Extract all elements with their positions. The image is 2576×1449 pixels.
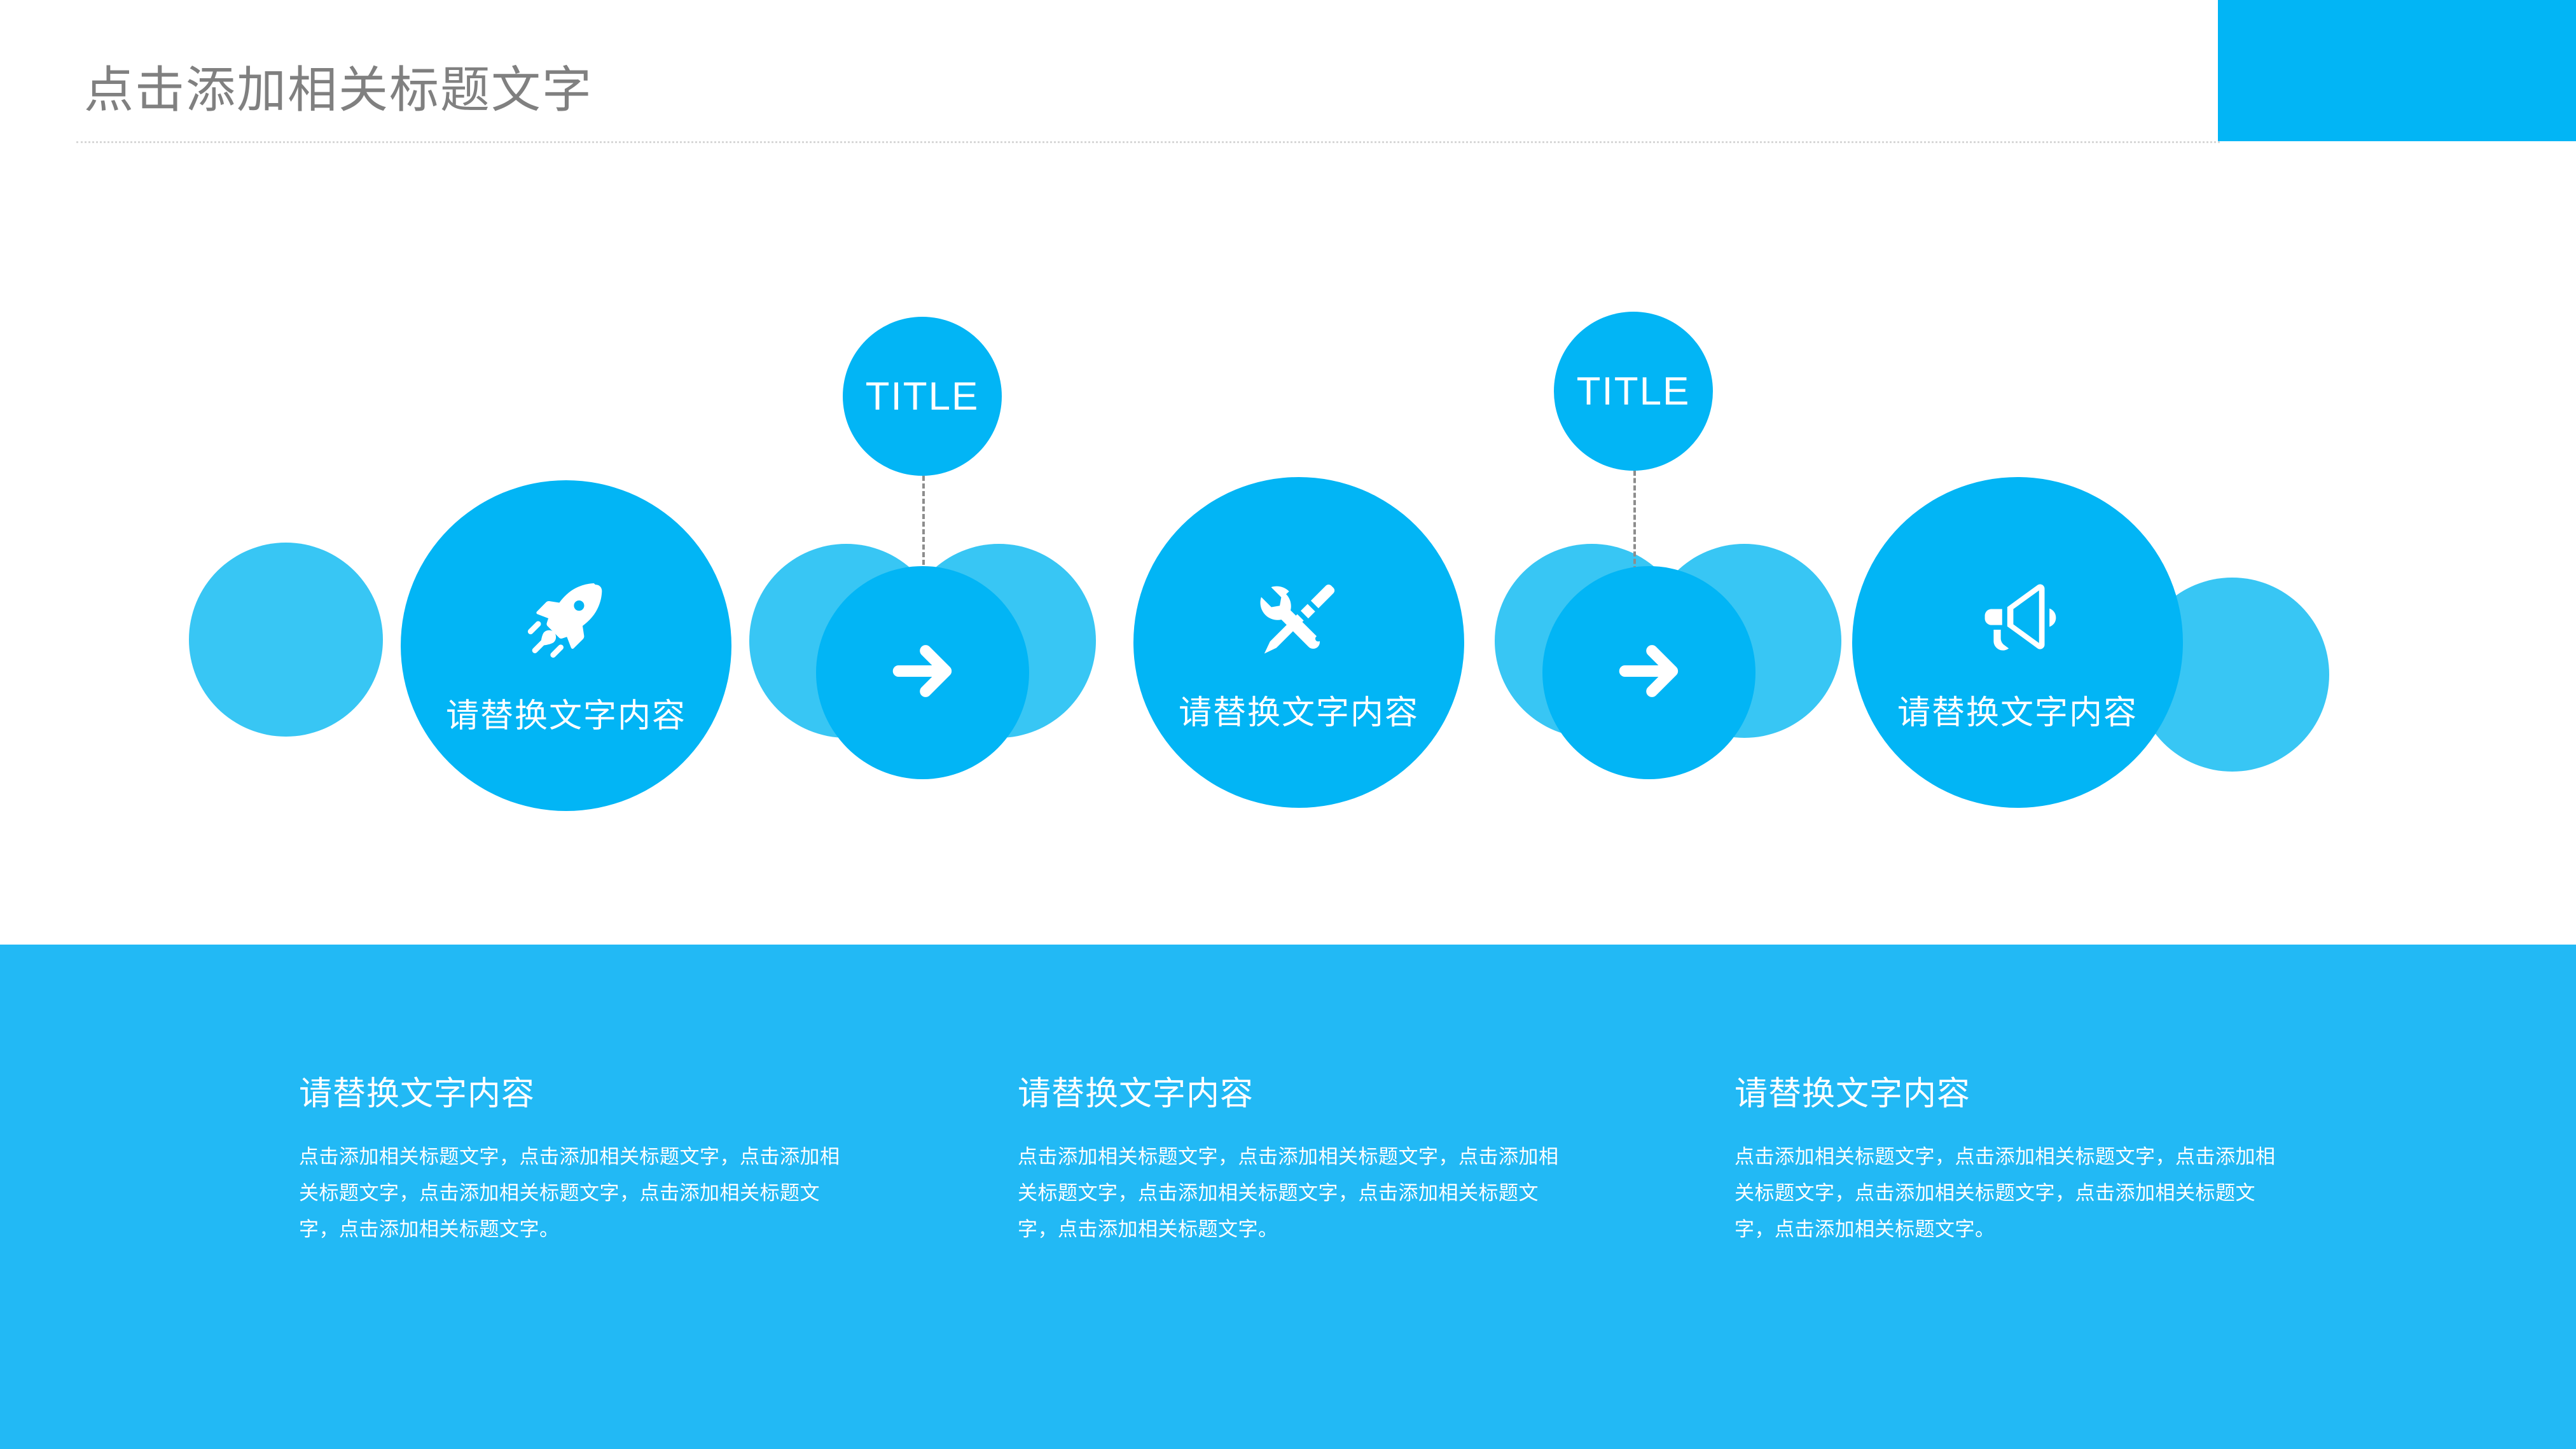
step-label: 请替换文字内容 [1897,695,2138,731]
column-title: 请替换文字内容 [299,1076,536,1113]
step-circle-tools[interactable]: 请替换文字内容 [1133,477,1464,808]
arrow-circle-1[interactable] [816,566,1029,779]
arrow-circle-content [1542,566,1755,779]
column-body: 点击添加相关标题文字，点击添加相关标题文字，点击添加相关标题文字，点击添加相关标… [1018,1146,1559,1240]
column-title: 请替换文字内容 [1735,1076,1971,1113]
arrow-right-icon [880,628,966,718]
step-circle-content: 请替换文字内容 [1133,477,1464,808]
header-divider [76,141,2220,143]
tools-icon [1256,573,1342,663]
title-bubble-1[interactable]: TITLE [843,317,1002,476]
circle-diagram: 请替换文字内容 请替换文字内容 [189,312,2329,811]
title-bubble-2[interactable]: TITLE [1554,312,1713,471]
dashed-connector-1 [922,476,925,572]
page-title: 点击添加相关标题文字 [84,62,593,118]
arrow-circle-2[interactable] [1542,566,1755,779]
column-body: 点击添加相关标题文字，点击添加相关标题文字，点击添加相关标题文字，点击添加相关标… [299,1146,840,1240]
step-circle-rocket[interactable]: 请替换文字内容 [401,480,731,811]
arrow-circle-content [816,566,1029,779]
dashed-connector-2 [1633,471,1636,571]
step-circle-content: 请替换文字内容 [1852,477,2183,808]
arrow-right-icon [1606,628,1693,718]
step-circle-content: 请替换文字内容 [401,480,731,811]
step-circle-megaphone[interactable]: 请替换文字内容 [1852,477,2183,808]
text-column-2: 请替换文字内容 点击添加相关标题文字，点击添加相关标题文字，点击添加相关标题文字… [1018,1075,1616,1247]
step-label: 请替换文字内容 [445,698,686,735]
text-column-3: 请替换文字内容 点击添加相关标题文字，点击添加相关标题文字，点击添加相关标题文字… [1735,1075,2332,1247]
step-label: 请替换文字内容 [1178,695,1419,731]
bottom-columns: 请替换文字内容 点击添加相关标题文字，点击添加相关标题文字，点击添加相关标题文字… [0,945,2576,1449]
text-column-1: 请替换文字内容 点击添加相关标题文字，点击添加相关标题文字，点击添加相关标题文字… [299,1075,897,1247]
rocket-icon [523,576,609,666]
bottom-blue-band [0,945,2576,1449]
header-accent-block [2218,0,2576,141]
column-title: 请替换文字内容 [1018,1076,1254,1113]
column-body: 点击添加相关标题文字，点击添加相关标题文字，点击添加相关标题文字，点击添加相关标… [1735,1146,2276,1240]
megaphone-icon [1974,573,2061,663]
decorative-circle-1 [189,543,383,737]
